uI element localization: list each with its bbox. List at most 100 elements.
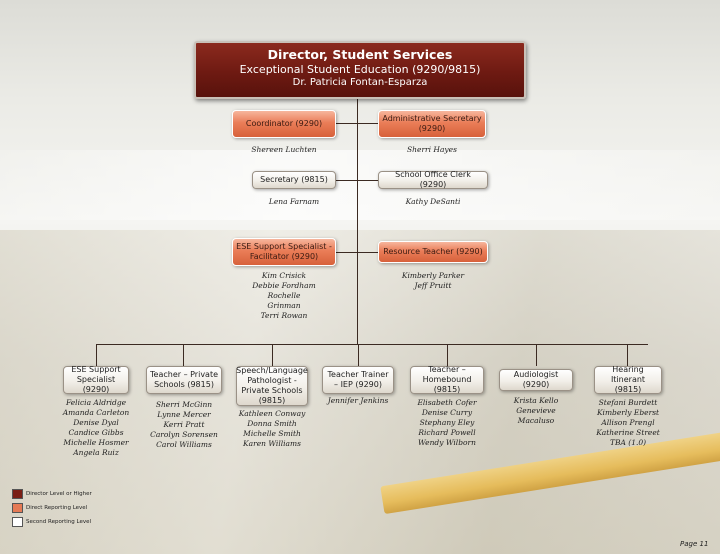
person-name: Amanda Carleton [62, 408, 130, 417]
background-band [0, 150, 720, 220]
drop-line-6 [536, 344, 537, 366]
bottom-label-5: Teacher – Homebound (9815) [422, 365, 472, 394]
resource-teacher-label: Resource Teacher (9290) [383, 247, 483, 256]
office-clerk-label: School Office Clerk (9290) [395, 170, 471, 189]
bottom-label-4: Teacher Trainer – IEP (9290) [327, 370, 389, 389]
person-name: Terri Rowan [260, 311, 308, 320]
ese-facilitator-label: ESE Support Specialist - Facilitator (92… [236, 242, 332, 261]
legend-swatch [12, 503, 23, 513]
person-name: Katherine Street [596, 428, 660, 437]
resource-teacher-names: Kimberly Parker Jeff Pruitt [374, 271, 492, 291]
person-name: Kimberly Parker [401, 271, 465, 280]
connector-secretary [336, 180, 378, 181]
legend-item-director: Director Level or Higher [12, 489, 92, 499]
person-name: TBA (1.0) [609, 438, 647, 447]
person-name: Grinman [267, 301, 301, 310]
drop-line-2 [183, 344, 184, 366]
person-name: Lynne Mercer [157, 410, 211, 419]
person-name: Donna Smith [247, 419, 297, 428]
person-name: Macaluso [517, 416, 555, 425]
legend-swatch [12, 489, 23, 499]
bottom-label-1: ESE Support Specialist (9290) [71, 365, 121, 394]
director-box: Director, Student Services Exceptional S… [194, 41, 526, 99]
bottom-box-4: Teacher Trainer – IEP (9290) [322, 366, 394, 394]
secretary-name: Lena Farnam [268, 197, 320, 206]
person-name: Karen Williams [243, 439, 301, 448]
person-name: Sherri McGinn [155, 400, 213, 409]
drop-line-5 [447, 344, 448, 366]
director-dept: Exceptional Student Education (9290/9815… [239, 63, 481, 76]
legend-label: Director Level or Higher [26, 491, 92, 497]
legend-item-direct: Direct Reporting Level [12, 503, 87, 513]
person-name: Stefani Burdett [598, 398, 658, 407]
person-name: Denise Dyal [73, 418, 119, 427]
bottom-names-7: Stefani Burdett Kimberly Eberst Allison … [584, 398, 672, 448]
person-name: Carolyn Sorensen [150, 430, 218, 439]
legend-label: Direct Reporting Level [26, 505, 88, 511]
page-number: Page 11 [680, 540, 709, 548]
bottom-label-2: Teacher – Private Schools (9815) [150, 370, 219, 389]
bottom-connector-line [96, 344, 648, 345]
bottom-names-1: Felicia Aldridge Amanda Carleton Denise … [54, 398, 138, 458]
legend-swatch [12, 517, 23, 527]
director-title: Director, Student Services [267, 47, 453, 62]
person-name: Michelle Smith [243, 429, 301, 438]
person-name: Wendy Wilborn [418, 438, 476, 447]
person-name: Rochelle [267, 291, 301, 300]
admin-secretary-label: Administrative Secretary (9290) [382, 114, 482, 133]
bottom-names-3: Kathleen Conway Donna Smith Michelle Smi… [228, 409, 316, 449]
person-name: Debbie Fordham [252, 281, 316, 290]
person-name: Elisabeth Cofer [417, 398, 477, 407]
person-name: Angela Ruiz [73, 448, 119, 457]
bottom-label-7: Hearing Itinerant (9815) [610, 365, 646, 394]
bottom-box-7: Hearing Itinerant (9815) [594, 365, 662, 394]
bottom-box-5: Teacher – Homebound (9815) [410, 365, 484, 394]
person-name: Jeff Pruitt [414, 281, 452, 290]
connector-coordinator [336, 123, 378, 124]
bottom-names-2: Sherri McGinn Lynne Mercer Kerri Pratt C… [140, 400, 228, 450]
resource-teacher-box: Resource Teacher (9290) [378, 241, 488, 263]
bottom-names-6: Krista Kello Genevieve Macaluso [494, 396, 578, 426]
legend-label: Second Reporting Level [26, 519, 91, 525]
person-name: Stephany Eley [419, 418, 475, 427]
coordinator-box: Coordinator (9290) [232, 110, 336, 138]
director-name: Dr. Patricia Fontan-Esparza [292, 77, 428, 88]
person-name: Genevieve [516, 406, 556, 415]
person-name: Felicia Aldridge [65, 398, 127, 407]
secretary-label: Secretary (9815) [260, 175, 328, 184]
secretary-box: Secretary (9815) [252, 171, 336, 189]
ese-facilitator-box: ESE Support Specialist - Facilitator (92… [232, 238, 336, 266]
drop-line-7 [627, 344, 628, 366]
bottom-names-5: Elisabeth Cofer Denise Curry Stephany El… [404, 398, 490, 448]
person-name: Krista Kello [513, 396, 559, 405]
person-name: Allison Prengl [601, 418, 655, 427]
connector-facilitator [336, 252, 378, 253]
legend-item-second: Second Reporting Level [12, 517, 91, 527]
drop-line-1 [96, 344, 97, 366]
office-clerk-name: Kathy DeSanti [405, 197, 461, 206]
person-name: Michelle Hosmer [63, 438, 129, 447]
person-name: Kimberly Eberst [596, 408, 660, 417]
bottom-box-3: Speech/Language Pathologist - Private Sc… [236, 366, 308, 406]
main-connector-line [357, 95, 358, 345]
person-name: Carol Williams [156, 440, 212, 449]
person-name: Kathleen Conway [238, 409, 306, 418]
coordinator-label: Coordinator (9290) [245, 119, 323, 128]
coordinator-name: Shereen Luchten [251, 145, 317, 154]
person-name: Kerri Pratt [163, 420, 205, 429]
drop-line-4 [358, 344, 359, 366]
bottom-box-6: Audiologist (9290) [499, 369, 573, 391]
ese-facilitator-names: Kim Crisick Debbie Fordham Rochelle Grin… [232, 271, 336, 321]
bottom-box-2: Teacher – Private Schools (9815) [146, 366, 222, 394]
bottom-label-3: Speech/Language Pathologist - Private Sc… [236, 366, 308, 405]
drop-line-3 [272, 344, 273, 366]
admin-secretary-name: Sherri Hayes [407, 145, 457, 154]
person-name: Richard Powell [418, 428, 476, 437]
bottom-names-4: Jennifer Jenkins [316, 396, 400, 406]
person-name: Kim Crisick [261, 271, 307, 280]
person-name: Denise Curry [421, 408, 473, 417]
office-clerk-box: School Office Clerk (9290) [378, 170, 488, 189]
person-name: Candice Gibbs [68, 428, 124, 437]
person-name: Jennifer Jenkins [327, 396, 389, 405]
bottom-label-6: Audiologist (9290) [513, 370, 559, 389]
